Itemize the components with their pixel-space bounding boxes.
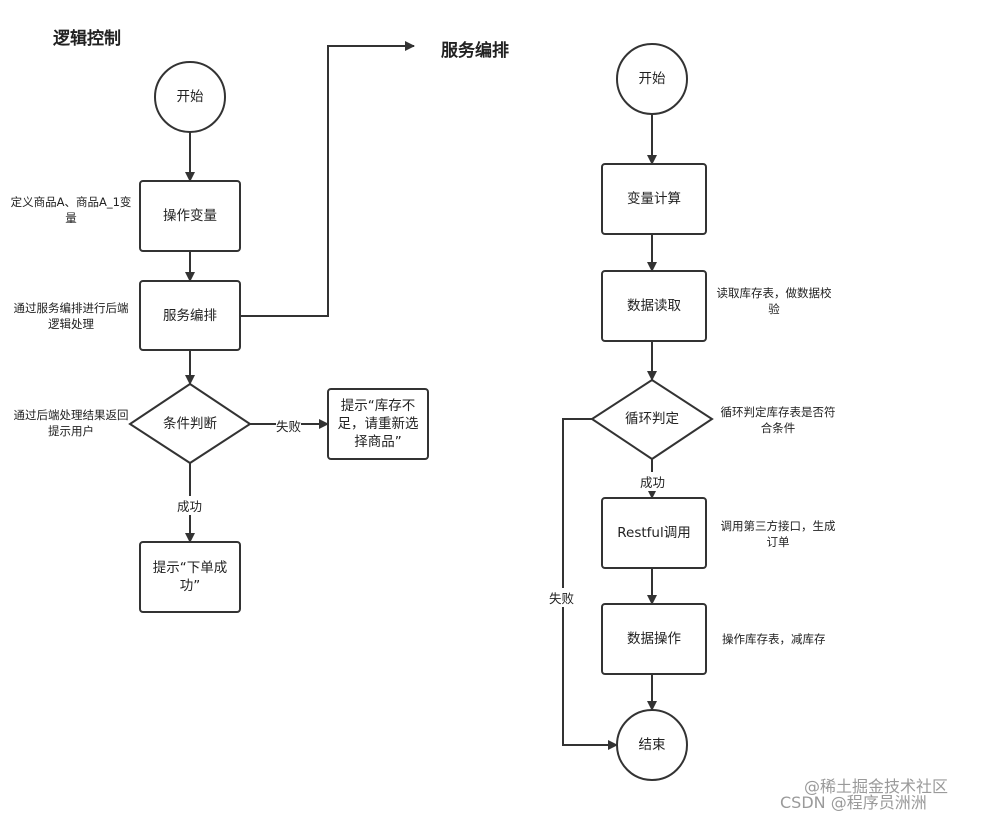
return-result-note: 通过后端处理结果返回提示用户 <box>13 408 129 438</box>
call-api-note: 调用第三方接口，生成订单 <box>720 519 836 549</box>
fail-edge-label-right: 失败 <box>549 588 575 607</box>
data-operation-label: 数据操作 <box>627 631 681 647</box>
loop-decision-label: 循环判定 <box>625 411 679 427</box>
define-variables-note: 定义商品A、商品A_1变量 <box>10 195 132 225</box>
edge-orchestration-to-right-title <box>240 41 415 317</box>
reduce-stock-note: 操作库存表，减库存 <box>722 632 826 646</box>
operate-variables-label: 操作变量 <box>163 208 217 224</box>
juejin-watermark: @稀土掘金技术社区 <box>804 777 949 796</box>
restful-call-label: Restful调用 <box>617 525 691 541</box>
csdn-watermark: CSDN @程序员洲洲 <box>780 793 927 812</box>
success-edge-label: 成功 <box>177 496 203 515</box>
start-label-right: 开始 <box>638 71 666 87</box>
service-orchestration-label: 服务编排 <box>163 307 217 324</box>
backend-logic-note: 通过服务编排进行后端逻辑处理 <box>13 301 129 331</box>
variable-calculation-label: 变量计算 <box>627 191 681 207</box>
loop-check-note: 循环判定库存表是否符合条件 <box>720 405 836 435</box>
fail-edge-label: 失败 <box>276 416 302 435</box>
success-message-label: 提示“下单成功” <box>152 560 228 594</box>
end-label: 结束 <box>638 737 666 753</box>
success-edge-label-right: 成功 <box>640 472 666 491</box>
read-stock-note: 读取库存表，做数据校验 <box>716 286 832 316</box>
start-label: 开始 <box>176 89 204 105</box>
condition-label: 条件判断 <box>163 416 217 432</box>
service-orchestration-title: 服务编排 <box>441 41 509 61</box>
edge-loop-fail-to-end <box>562 418 618 750</box>
fail-message-label: 提示“库存不足，请重新选择商品” <box>337 398 419 450</box>
data-read-label: 数据读取 <box>627 298 681 314</box>
logic-control-title: 逻辑控制 <box>53 29 121 49</box>
